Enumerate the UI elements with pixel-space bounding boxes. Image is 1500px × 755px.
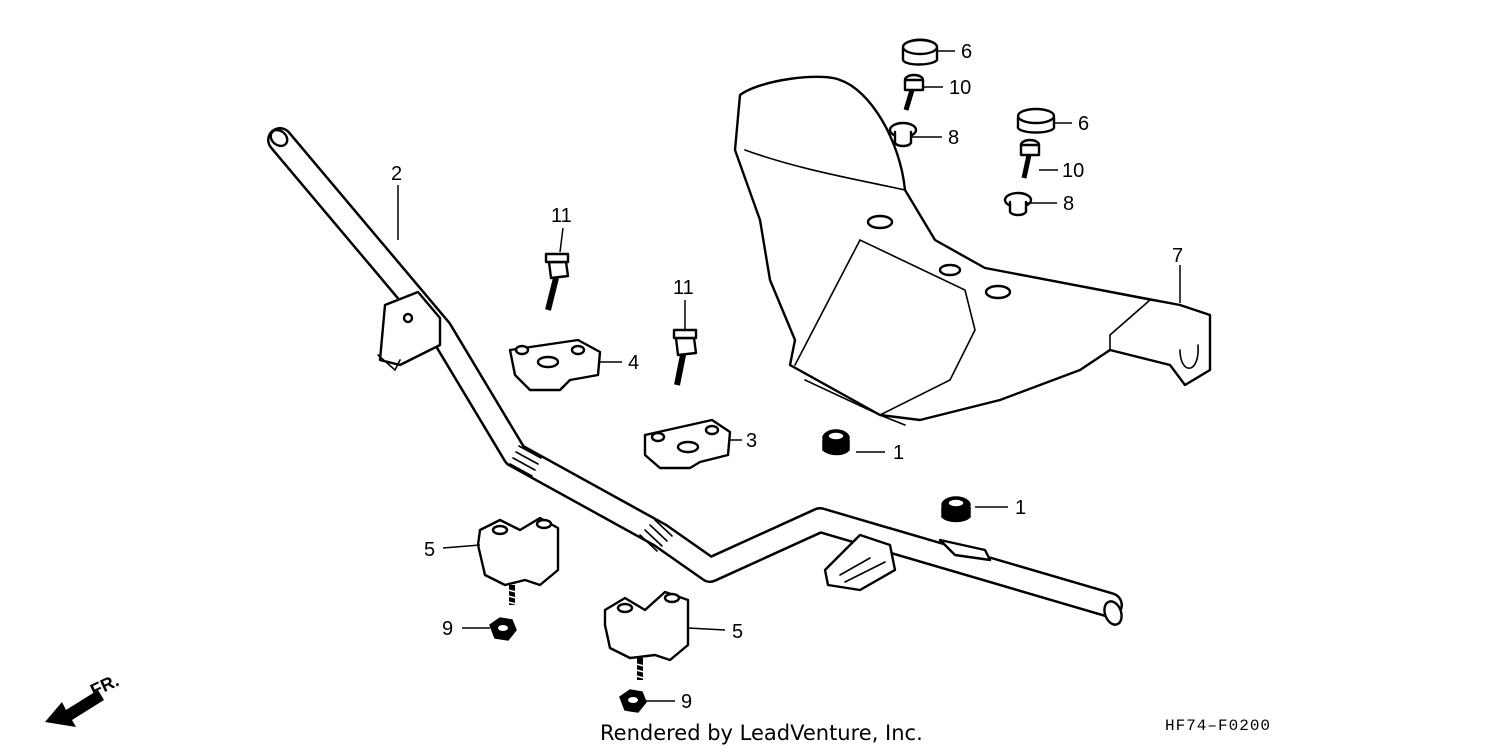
bolt-11-right [672, 328, 698, 386]
callout-3: 3 [746, 430, 757, 452]
left-bracket [378, 290, 442, 367]
callout-1-right: 1 [1015, 497, 1026, 519]
callout-5-left: 5 [424, 539, 435, 561]
rubber-1-right [941, 496, 971, 523]
collar-8-right [1003, 191, 1033, 217]
callout-10-top: 10 [949, 77, 971, 99]
knurled-band-left [509, 445, 542, 477]
callout-labels: 1 1 2 3 4 5 5 6 6 7 8 8 9 9 10 10 11 11 [391, 41, 1183, 713]
cap-6-right [1016, 107, 1056, 134]
callout-7: 7 [1172, 245, 1183, 267]
nut-9-right [619, 689, 647, 713]
callout-8-right: 8 [1063, 193, 1074, 215]
front-arrow-icon [45, 690, 104, 727]
render-credit: Rendered by LeadVenture, Inc. [600, 721, 923, 745]
callout-8-top: 8 [948, 127, 959, 149]
callout-9-right: 9 [681, 691, 692, 713]
callout-2: 2 [391, 163, 402, 185]
callout-6-top: 6 [961, 41, 972, 63]
callout-11-left: 11 [551, 205, 572, 227]
handlebar-cover [733, 75, 1212, 426]
rubber-1-center [822, 429, 850, 456]
callout-9-left: 9 [442, 618, 453, 640]
callout-6-right: 6 [1078, 113, 1089, 135]
upper-holder-4 [508, 338, 602, 392]
bolt-11-left [544, 252, 570, 311]
leader-lines [397, 50, 1181, 702]
lower-holder-5-right [603, 590, 690, 680]
right-bracket [823, 533, 897, 592]
front-direction-indicator: FR. [45, 670, 122, 727]
handlebar [267, 127, 1123, 626]
nut-9-left [489, 617, 517, 641]
collar-8-top [888, 121, 918, 148]
callout-11-right: 11 [673, 277, 694, 299]
figure-code: HF74–F0200 [1165, 717, 1271, 735]
bolt-10-top [903, 73, 925, 111]
callout-10-right: 10 [1062, 160, 1084, 182]
knurled-band-right [639, 519, 673, 552]
callout-1-center: 1 [893, 442, 904, 464]
callout-4: 4 [628, 352, 639, 374]
cap-6-top [901, 38, 939, 66]
lower-holder-5-left [476, 516, 560, 605]
upper-holder-3 [643, 418, 732, 470]
callout-5-right: 5 [732, 621, 743, 643]
bolt-10-right [1019, 138, 1041, 179]
